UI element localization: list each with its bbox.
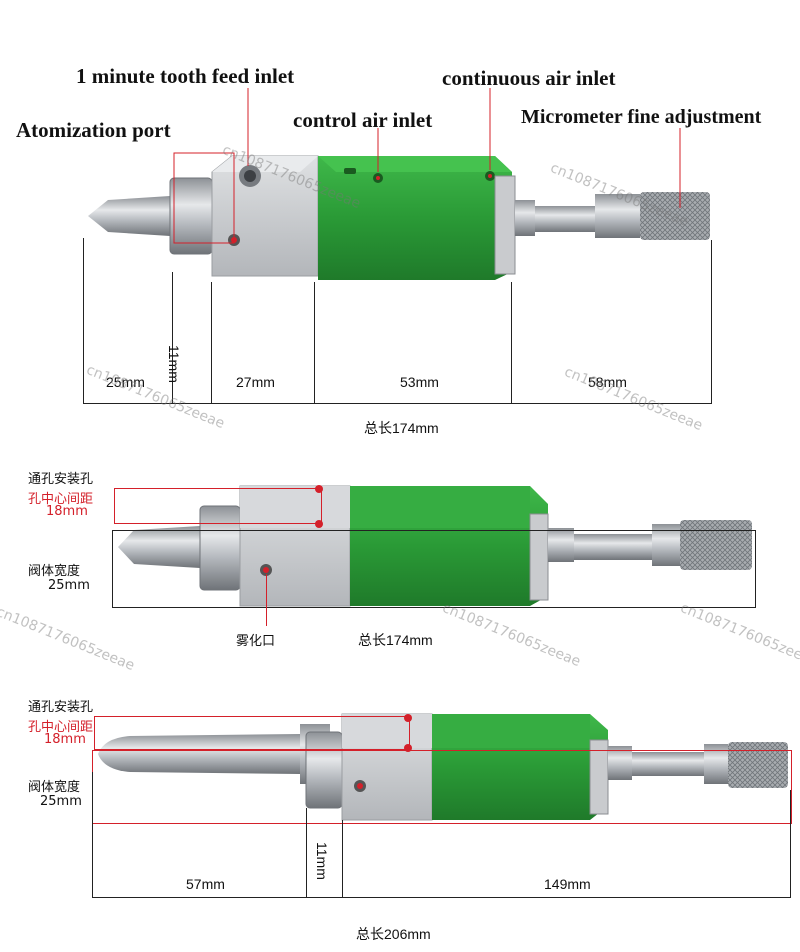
dim-baseline bbox=[83, 403, 712, 404]
atomization-port-label: Atomization port bbox=[16, 118, 171, 142]
middle-hole-spacing-value: 18mm bbox=[46, 504, 88, 519]
middle-atomization-leader bbox=[266, 574, 267, 626]
dim-149mm: 149mm bbox=[544, 876, 591, 892]
dim-line bbox=[92, 772, 93, 898]
top-total-length: 总长174mm bbox=[364, 420, 439, 436]
bottom-through-hole-label: 通孔安装孔 bbox=[28, 700, 94, 715]
bottom-body-width-label: 阀体宽度 bbox=[28, 780, 81, 795]
dim-baseline bbox=[92, 897, 791, 898]
bottom-body-width-value: 25mm bbox=[40, 794, 82, 809]
bottom-hole-spacing-value: 18mm bbox=[44, 732, 86, 747]
dim-58mm: 58mm bbox=[588, 374, 627, 390]
dim-line bbox=[83, 238, 84, 404]
dim-57mm: 57mm bbox=[186, 876, 225, 892]
dim-25mm: 25mm bbox=[106, 374, 145, 390]
middle-through-hole-label: 通孔安装孔 bbox=[28, 472, 94, 487]
middle-body-width-box bbox=[112, 530, 756, 608]
dim-11mm: 11mm bbox=[166, 345, 182, 383]
bottom-hole-spacing-bracket bbox=[94, 716, 410, 750]
bottom-body-width-box bbox=[92, 750, 792, 824]
dim-line bbox=[790, 790, 791, 898]
bottom-total-length: 总长206mm bbox=[356, 926, 431, 942]
middle-total-length: 总长174mm bbox=[358, 632, 433, 648]
dim-line bbox=[306, 808, 307, 898]
control-air-label: control air inlet bbox=[293, 108, 433, 132]
dim-line bbox=[314, 282, 315, 404]
dim-11mm-bottom: 11mm bbox=[314, 842, 330, 880]
middle-hole-spacing-label: 孔中心间距 bbox=[28, 492, 94, 507]
dim-27mm: 27mm bbox=[236, 374, 275, 390]
feed-inlet-label: 1 minute tooth feed inlet bbox=[76, 64, 295, 88]
dim-line bbox=[172, 272, 173, 404]
middle-valve-drawing bbox=[118, 485, 752, 607]
dim-53mm: 53mm bbox=[400, 374, 439, 390]
dim-line bbox=[511, 282, 512, 404]
bottom-hole-spacing-label: 孔中心间距 bbox=[28, 720, 94, 735]
top-valve-drawing bbox=[88, 155, 710, 280]
dim-line bbox=[342, 820, 343, 898]
dim-line bbox=[211, 282, 212, 404]
middle-hole-spacing-bracket bbox=[114, 488, 322, 524]
middle-atomization-label: 雾化口 bbox=[236, 634, 276, 649]
middle-body-width-label: 阀体宽度 bbox=[28, 564, 81, 579]
continuous-air-label: continuous air inlet bbox=[442, 66, 616, 90]
micrometer-label: Micrometer fine adjustment bbox=[521, 106, 762, 128]
middle-body-width-value: 25mm bbox=[48, 578, 90, 593]
dim-line bbox=[711, 240, 712, 404]
